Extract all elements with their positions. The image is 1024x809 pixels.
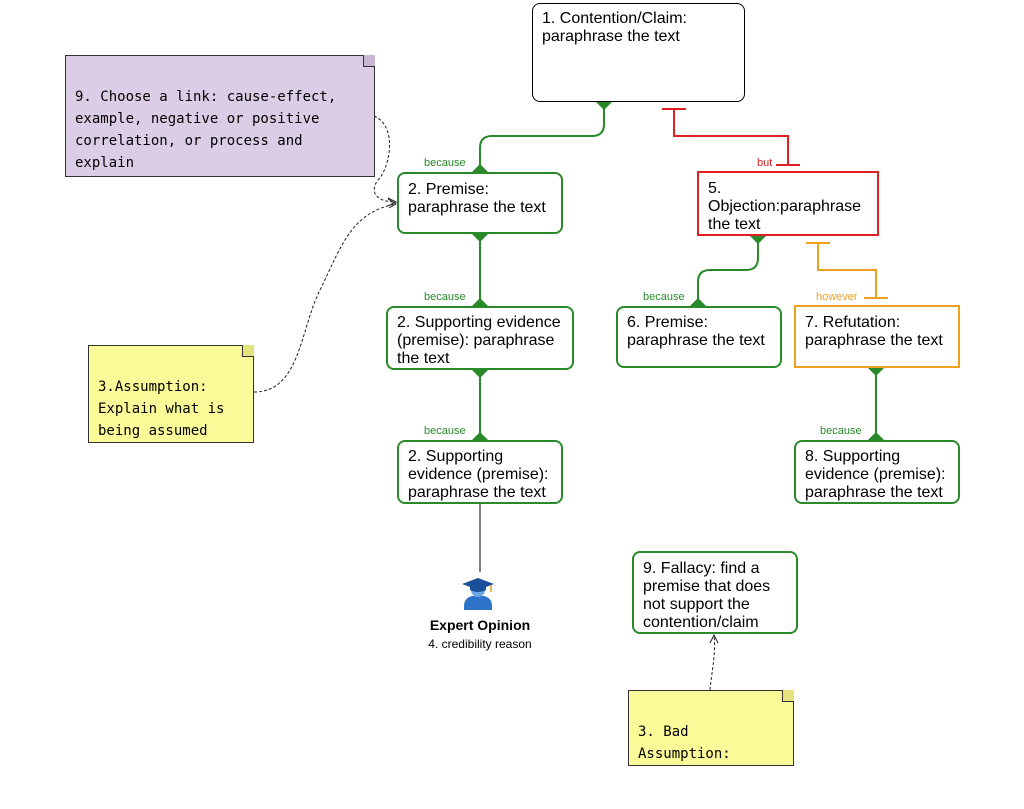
bad-assumption-note[interactable]: 3. Bad Assumption: Explain why the assum… bbox=[628, 690, 794, 766]
joint-premise6-top bbox=[690, 298, 706, 306]
expert-opinion-subtitle: 4. credibility reason bbox=[428, 637, 532, 651]
refutation-node[interactable]: 7. Refutation: paraphrase the text bbox=[794, 305, 960, 368]
assumption-note[interactable]: 3.Assumption: Explain what is being assu… bbox=[88, 345, 254, 443]
dashed-bad-assumption-connector bbox=[709, 635, 715, 691]
assumption-note-fold bbox=[242, 345, 254, 357]
link-choice-note-fold bbox=[363, 55, 375, 67]
joint-premise-top bbox=[472, 164, 488, 172]
premise-node[interactable]: 2. Premise: paraphrase the text bbox=[397, 172, 563, 234]
graduate-icon bbox=[462, 578, 494, 610]
link-label-because-1: because bbox=[424, 157, 466, 169]
link-label-because-3: because bbox=[424, 425, 466, 437]
arrowhead-bad-assumption bbox=[709, 633, 719, 644]
bad-assumption-note-text: 3. Bad Assumption: Explain why the assum… bbox=[638, 724, 782, 806]
connector-contention-objection bbox=[673, 110, 789, 164]
joint-objection-bottom bbox=[750, 236, 766, 244]
supporting-evidence-node-8[interactable]: 8. Supporting evidence (premise): paraph… bbox=[794, 440, 960, 504]
dashed-link-note-connector bbox=[373, 115, 397, 203]
supporting-evidence-node-2[interactable]: 2. Supporting evidence (premise): paraph… bbox=[397, 440, 563, 504]
joint-support8-top bbox=[868, 432, 884, 440]
joint-refutation-bottom bbox=[868, 368, 884, 376]
connector-objection-premise6 bbox=[697, 236, 759, 306]
supporting-evidence-text-1: 2. Supporting evidence (premise): paraph… bbox=[397, 314, 561, 367]
supporting-evidence-node-1[interactable]: 2. Supporting evidence (premise): paraph… bbox=[386, 306, 574, 370]
joint-contention bbox=[596, 102, 612, 110]
joint-support1-bottom bbox=[472, 370, 488, 378]
contention-node[interactable]: 1. Contention/Claim: paraphrase the text bbox=[532, 3, 745, 102]
joint-premise-bottom bbox=[472, 234, 488, 242]
premise-6-text: 6. Premise: paraphrase the text bbox=[627, 314, 765, 349]
link-label-because-5: because bbox=[820, 425, 862, 437]
joint-support1-top bbox=[472, 298, 488, 306]
objection-node[interactable]: 5. Objection:paraphrase the text bbox=[697, 171, 879, 236]
refutation-text: 7. Refutation: paraphrase the text bbox=[805, 314, 943, 349]
supporting-evidence-text-2: 2. Supporting evidence (premise): paraph… bbox=[408, 448, 549, 501]
premise-6-node[interactable]: 6. Premise: paraphrase the text bbox=[616, 306, 782, 368]
bad-assumption-note-fold bbox=[782, 690, 794, 702]
fallacy-node[interactable]: 9. Fallacy: find a premise that does not… bbox=[632, 551, 798, 634]
link-label-because-2: because bbox=[424, 291, 466, 303]
link-choice-note[interactable]: 9. Choose a link: cause-effect, example,… bbox=[65, 55, 375, 177]
link-label-because-4: because bbox=[643, 291, 685, 303]
fallacy-text: 9. Fallacy: find a premise that does not… bbox=[643, 560, 771, 631]
connector-layer bbox=[253, 102, 888, 691]
dashed-assumption-connector bbox=[253, 203, 397, 393]
objection-text: 5. Objection:paraphrase the text bbox=[708, 180, 861, 233]
link-label-however: however bbox=[816, 291, 858, 303]
premise-text: 2. Premise: paraphrase the text bbox=[408, 181, 546, 216]
arrowhead-link-note bbox=[387, 197, 398, 207]
joint-support2-top bbox=[472, 432, 488, 440]
arrowhead-assumption bbox=[387, 198, 397, 209]
link-label-but: but bbox=[757, 157, 773, 169]
expert-opinion-title[interactable]: Expert Opinion bbox=[429, 617, 531, 633]
connector-objection-refutation bbox=[817, 244, 877, 298]
supporting-evidence-text-8: 8. Supporting evidence (premise): paraph… bbox=[805, 448, 946, 501]
connector-contention-premise bbox=[479, 102, 605, 172]
contention-text: 1. Contention/Claim: paraphrase the text bbox=[542, 10, 687, 45]
